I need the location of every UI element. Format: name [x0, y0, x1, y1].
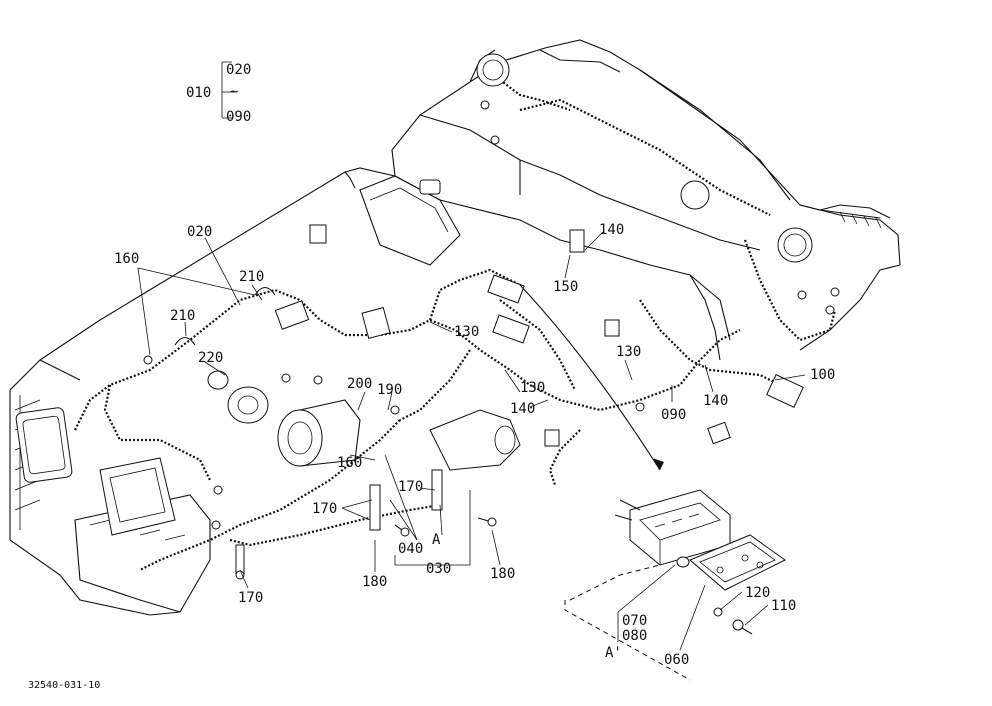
label-160-mid: 160 [337, 455, 362, 471]
label-130-b: 130 [520, 380, 545, 396]
tractor-body-outline [9, 39, 901, 616]
figure-code: 32540-031-10 [28, 680, 100, 691]
label-170-b: 170 [398, 479, 423, 495]
label-170-a: 170 [312, 501, 337, 517]
label-090: 090 [661, 407, 686, 423]
label-080: 080 [622, 628, 647, 644]
label-070: 070 [622, 613, 647, 629]
label-210-b: 210 [170, 308, 195, 324]
label-220: 220 [198, 350, 223, 366]
label-180-a: 180 [362, 574, 387, 590]
part-labels: 010 020 ~ 090 020 160 210 210 220 200 19… [28, 62, 835, 691]
detail-pointer-arrow [519, 284, 664, 471]
section-a-box [394, 490, 471, 566]
label-100: 100 [810, 367, 835, 383]
leader-lines [137, 61, 806, 651]
label-140-b: 140 [510, 401, 535, 417]
label-120: 120 [745, 585, 770, 601]
label-010: 010 [186, 85, 211, 101]
label-110: 110 [771, 598, 796, 614]
label-190: 190 [377, 382, 402, 398]
label-180-b: 180 [490, 566, 515, 582]
label-130-a: 130 [454, 324, 479, 340]
label-140-c: 140 [703, 393, 728, 409]
harness-routes [74, 79, 837, 571]
label-170-c: 170 [238, 590, 263, 606]
label-a: A [432, 532, 441, 548]
label-160-top: 160 [114, 251, 139, 267]
label-060: 060 [664, 652, 689, 668]
label-a-prime: A' [605, 645, 622, 661]
label-range-tilde: ~ [230, 84, 238, 100]
label-040: 040 [398, 541, 423, 557]
components [143, 53, 840, 635]
label-130-c: 130 [616, 344, 641, 360]
label-030: 030 [426, 561, 451, 577]
label-090-range-bottom: 090 [226, 109, 251, 125]
label-140-a: 140 [599, 222, 624, 238]
label-150: 150 [553, 279, 578, 295]
label-020: 020 [187, 224, 212, 240]
label-200: 200 [347, 376, 372, 392]
label-020-range-top: 020 [226, 62, 251, 78]
label-210-a: 210 [239, 269, 264, 285]
detail-frame [564, 564, 691, 681]
